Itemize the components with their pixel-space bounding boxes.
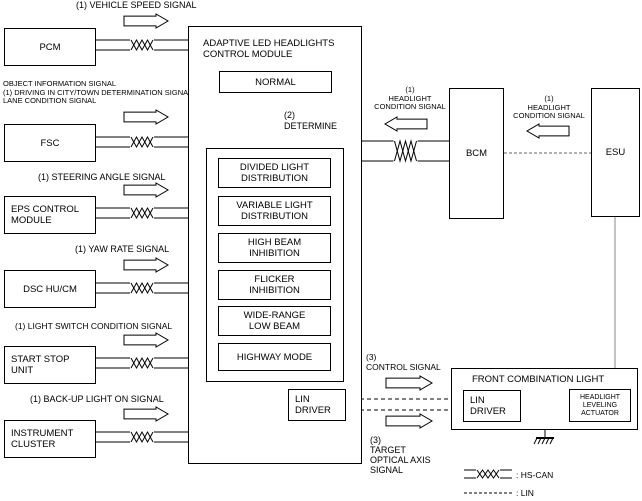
arrow-to-module bbox=[384, 116, 428, 132]
mode-flicker-inhibition: FLICKER INHIBITION bbox=[218, 270, 331, 300]
arrow-instrument bbox=[123, 406, 169, 422]
mode-variable-light-distribution: VARIABLE LIGHT DISTRIBUTION bbox=[218, 196, 331, 226]
can-bcm-twist-bg bbox=[393, 140, 418, 162]
can-eps-twist-1 bbox=[130, 206, 154, 220]
pcm-box: PCM bbox=[4, 28, 96, 66]
legend-hs-can-label: : HS-CAN bbox=[516, 470, 554, 480]
arrow-dsc bbox=[123, 257, 169, 273]
mode-high-beam-inhibition: HIGH BEAM INHIBITION bbox=[218, 233, 331, 263]
legend-can-twist-bg bbox=[476, 469, 500, 479]
normal-box: NORMAL bbox=[219, 71, 332, 93]
start-stop-unit-box: START STOP UNIT bbox=[4, 346, 96, 384]
control-signal-label: (3) CONTROL SIGNAL bbox=[366, 352, 441, 372]
legend-can-twist-1 bbox=[476, 469, 500, 479]
mode-divided-light-distribution: DIVIDED LIGHT DISTRIBUTION bbox=[218, 158, 331, 188]
mode-wide-range-low-beam: WIDE-RANGE LOW BEAM bbox=[218, 306, 331, 336]
arrow-pcm bbox=[123, 13, 169, 29]
arrow-target-signal bbox=[385, 413, 433, 429]
esu-headlight-condition-signal: (1) HEADLIGHT CONDITION SIGNAL bbox=[513, 94, 585, 120]
can-instrument-twist-2 bbox=[130, 430, 154, 444]
dsc-hu-cm-box: DSC HU/CM bbox=[4, 270, 96, 308]
bcm-box: BCM bbox=[449, 88, 504, 219]
legend-lin-label: : LIN bbox=[516, 488, 534, 498]
can-start-stop-twist-bg bbox=[130, 357, 154, 369]
ground-hatch bbox=[545, 437, 550, 445]
ground-hatch bbox=[533, 437, 538, 445]
arrow-fsc bbox=[123, 109, 169, 125]
can-pcm-twist-1 bbox=[130, 38, 154, 52]
legend-can-twist-2 bbox=[476, 469, 500, 479]
can-eps-twist-bg bbox=[130, 207, 154, 219]
target-optical-axis-signal-label: (3) TARGET OPTICAL AXIS SIGNAL bbox=[370, 435, 431, 475]
can-pcm-twist-bg bbox=[130, 39, 154, 51]
can-start-stop-twist-1 bbox=[130, 356, 154, 370]
can-start-stop-twist-2 bbox=[130, 356, 154, 370]
signal-label-light-switch: (1) LIGHT SWITCH CONDITION SIGNAL bbox=[15, 321, 173, 331]
instrument-cluster-box: INSTRUMENT CLUSTER bbox=[4, 420, 96, 458]
ground-hatch bbox=[537, 437, 542, 445]
can-instrument-twist-1 bbox=[130, 430, 154, 444]
can-dsc-twist-bg bbox=[130, 282, 154, 294]
arrow-start-stop bbox=[123, 332, 169, 348]
lin-driver-main: LIN DRIVER bbox=[288, 389, 346, 421]
signal-label-yaw-rate: (1) YAW RATE SIGNAL bbox=[75, 244, 170, 254]
can-pcm-twist-2 bbox=[130, 38, 154, 52]
can-fsc-twist-1 bbox=[130, 135, 154, 149]
arrow-eps bbox=[123, 182, 169, 198]
lin-driver-front: LIN DRIVER bbox=[463, 390, 521, 422]
determine-label: (2) DETERMINE bbox=[284, 110, 338, 131]
can-dsc-twist-1 bbox=[130, 281, 154, 295]
can-dsc-twist-2 bbox=[130, 281, 154, 295]
can-fsc-twist-2 bbox=[130, 135, 154, 149]
signal-label-steering-angle: (1) STEERING ANGLE SIGNAL bbox=[38, 172, 166, 182]
can-bcm-twist-1 bbox=[394, 139, 417, 163]
mode-highway-mode: HIGHWAY MODE bbox=[218, 343, 331, 371]
signal-label-fsc: OBJECT INFORMATION SIGNAL (1) DRIVING IN… bbox=[3, 79, 193, 105]
bcm-headlight-condition-signal: (1) HEADLIGHT CONDITION SIGNAL bbox=[374, 85, 446, 111]
eps-control-module-box: EPS CONTROL MODULE bbox=[4, 196, 96, 234]
esu-box: ESU bbox=[591, 88, 640, 217]
can-bcm-twist-2 bbox=[394, 139, 417, 163]
signal-label-vehicle-speed: (1) VEHICLE SPEED SIGNAL bbox=[76, 0, 197, 10]
signal-label-back-up-light: (1) BACK-UP LIGHT ON SIGNAL bbox=[30, 394, 164, 404]
fsc-box: FSC bbox=[4, 124, 96, 162]
headlight-leveling-actuator-box: HEADLIGHT LEVELING ACTUATOR bbox=[569, 389, 631, 422]
front-combination-light-title: FRONT COMBINATION LIGHT bbox=[472, 374, 605, 385]
can-fsc-twist-bg bbox=[130, 136, 154, 148]
arrow-to-bcm bbox=[526, 123, 570, 139]
main-module-title: ADAPTIVE LED HEADLIGHTS CONTROL MODULE bbox=[203, 38, 335, 60]
ground-hatch bbox=[541, 437, 546, 445]
can-instrument-twist-bg bbox=[130, 431, 154, 443]
arrow-control-signal bbox=[385, 375, 433, 391]
ground-hatch bbox=[549, 437, 554, 445]
can-eps-twist-2 bbox=[130, 206, 154, 220]
